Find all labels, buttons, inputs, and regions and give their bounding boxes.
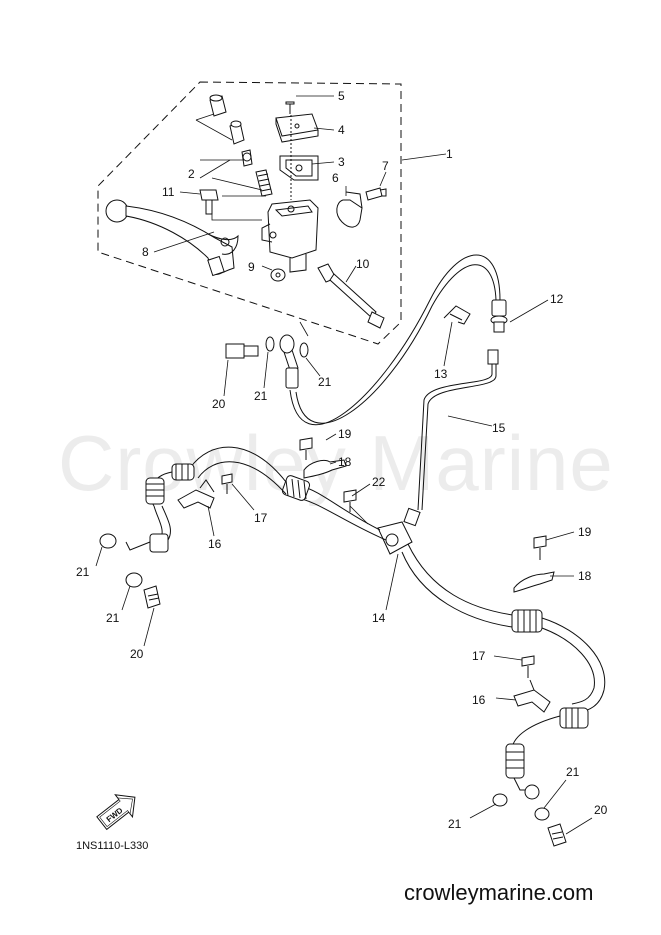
callout-2: 2 (188, 167, 195, 181)
union-bolt-right (547, 823, 567, 847)
screw-left (221, 473, 233, 494)
callout-1: 1 (446, 147, 453, 161)
callout-17-left: 17 (254, 511, 268, 525)
reservoir-cap (275, 113, 319, 143)
brake-lever (105, 199, 239, 277)
screw-right (521, 655, 535, 678)
left-brake-hose (125, 446, 387, 553)
union-bolt-left (143, 585, 161, 609)
clamp-bolt (365, 187, 387, 201)
holder-clamp (336, 191, 363, 228)
callout-18-left: 18 (338, 455, 352, 469)
footer-url: crowleymarine.com (404, 880, 594, 905)
callout-13: 13 (434, 367, 448, 381)
copper-washer-right-b (534, 807, 550, 821)
copper-washer-right-a (492, 793, 508, 807)
pivot-bolt (199, 189, 262, 221)
callout-19-left: 19 (338, 427, 352, 441)
callout-18-right: 18 (578, 569, 592, 583)
callout-21-right-a: 21 (448, 817, 462, 831)
hose-guide-right (513, 571, 555, 593)
callout-3: 3 (338, 155, 345, 169)
clamp-right (513, 679, 551, 713)
callout-21-right-b: 21 (566, 765, 580, 779)
copper-washer-upper-a (265, 336, 275, 352)
callout-21-upper-b: 21 (318, 375, 332, 389)
callout-19-right: 19 (578, 525, 592, 539)
callout-4: 4 (338, 123, 345, 137)
banjo-fitting-right (524, 784, 540, 800)
callout-21-left-b: 21 (106, 611, 120, 625)
callout-14: 14 (372, 611, 386, 625)
brake-hose-upper-loop (289, 254, 501, 426)
callout-22: 22 (372, 475, 386, 489)
right-brake-hose (401, 543, 606, 791)
callout-17-right: 17 (472, 649, 486, 663)
callout-21-left-a: 21 (76, 565, 90, 579)
copper-washer-left-a (99, 533, 117, 549)
joint-bolt (343, 489, 357, 512)
bolt-guide-left (299, 437, 313, 460)
callout-7: 7 (382, 159, 389, 173)
callout-5: 5 (338, 89, 345, 103)
hose-joint (490, 299, 508, 333)
clamp-left (177, 479, 215, 509)
callout-16-right: 16 (472, 693, 486, 707)
callout-20-right: 20 (594, 803, 608, 817)
drawing-code: 1NS1110-L330 (76, 840, 149, 852)
callout-9: 9 (248, 260, 255, 274)
three-way-joint (349, 505, 413, 555)
cap-screw (285, 101, 295, 114)
lever-nut (270, 268, 286, 282)
callout-11: 11 (162, 185, 175, 199)
copper-washer-upper-b (299, 342, 309, 358)
reservoir-diaphragm (279, 155, 319, 181)
forward-arrow: FWD (96, 794, 136, 831)
callout-21-upper-a: 21 (254, 389, 268, 403)
hose-clip-upper (443, 305, 471, 325)
assembly-boundary (97, 81, 402, 345)
bolt-guide-right (533, 535, 547, 560)
master-cylinder-body (261, 199, 319, 273)
brake-pipe (403, 349, 499, 527)
callout-16-left: 16 (208, 537, 222, 551)
union-bolt-upper (225, 343, 259, 359)
callout-12: 12 (550, 292, 564, 306)
callout-15: 15 (492, 421, 506, 435)
brake-switch (317, 263, 385, 329)
callout-20-left: 20 (130, 647, 144, 661)
leader-lines (95, 95, 593, 835)
piston-kit (195, 94, 273, 197)
hose-guide-left (303, 459, 347, 479)
banjo-fitting-upper (279, 334, 299, 389)
callout-8: 8 (142, 245, 149, 259)
callout-6: 6 (332, 171, 339, 185)
callout-10: 10 (356, 257, 370, 271)
callout-20-upper: 20 (212, 397, 226, 411)
copper-washer-left-b (125, 572, 143, 588)
